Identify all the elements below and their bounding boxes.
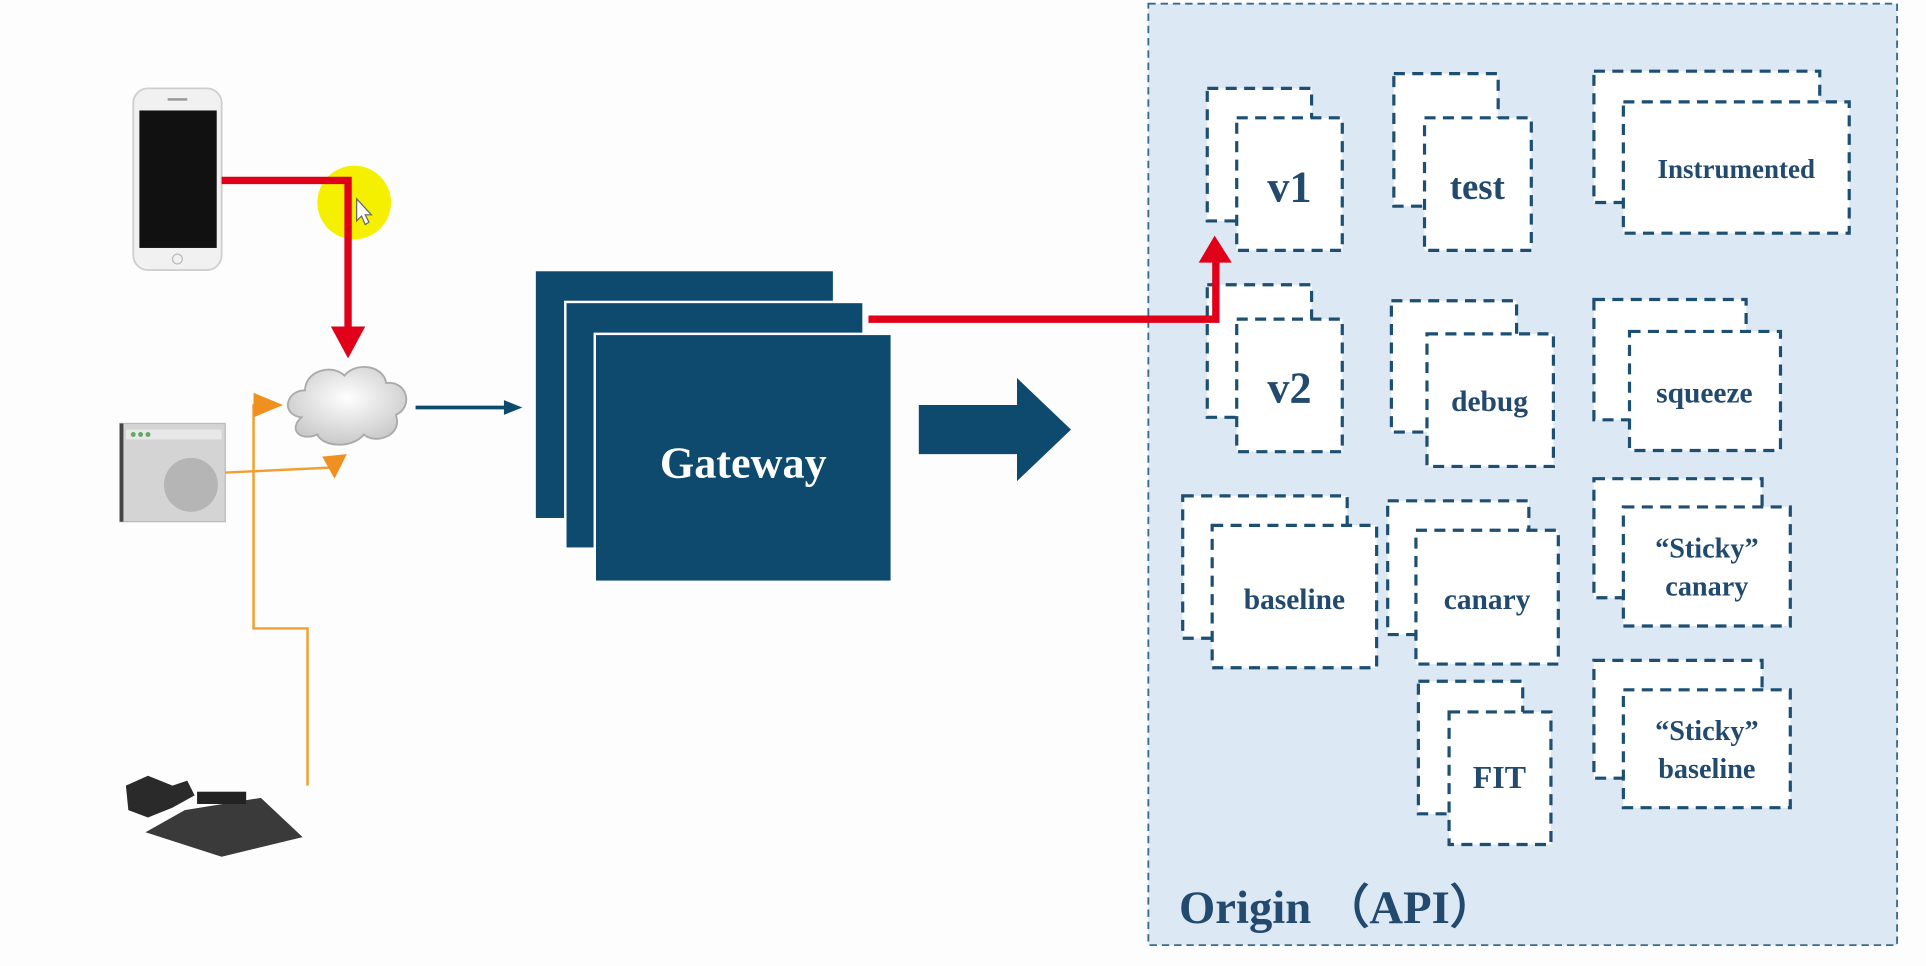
cluster-label: test: [1450, 166, 1506, 207]
cluster-label-line2: canary: [1665, 571, 1748, 602]
cluster-sticky-canary[interactable]: “Sticky” canary: [1592, 477, 1792, 628]
cluster-label: v1: [1267, 162, 1311, 211]
cluster-label: squeeze: [1656, 378, 1752, 410]
cluster-test[interactable]: test: [1392, 72, 1533, 252]
game-console-icon: [125, 775, 303, 857]
smartphone-icon: [132, 87, 223, 271]
cluster-label: canary: [1444, 584, 1531, 616]
cloud-to-gateway-arrow: [415, 400, 523, 415]
cluster-label: v2: [1267, 364, 1311, 413]
request-path-phone-to-cloud: [221, 165, 392, 359]
cluster-fit[interactable]: FIT: [1416, 679, 1553, 847]
gateway-stack[interactable]: Gateway: [535, 271, 894, 584]
cluster-canary[interactable]: canary: [1386, 499, 1560, 666]
cloud-icon: [286, 366, 408, 446]
big-right-arrow-icon: [918, 378, 1072, 482]
cluster-squeeze[interactable]: squeeze: [1592, 297, 1783, 453]
cluster-label: FIT: [1473, 760, 1526, 795]
secondary-paths: [225, 392, 347, 786]
origin-label: Origin （API）: [1179, 882, 1496, 934]
gateway-label: Gateway: [660, 438, 827, 487]
cursor-highlight: [317, 165, 392, 240]
cluster-label: baseline: [1244, 584, 1345, 616]
cluster-label: Instrumented: [1658, 154, 1816, 184]
cluster-instrumented[interactable]: Instrumented: [1592, 69, 1851, 235]
mouse-cursor-icon: [356, 197, 373, 226]
cluster-label: debug: [1451, 386, 1528, 418]
cluster-label-line1: “Sticky”: [1655, 716, 1758, 747]
request-path-to-v1: [868, 235, 1232, 323]
browser-window-icon: [119, 422, 226, 523]
cluster-baseline[interactable]: baseline: [1181, 494, 1379, 670]
cluster-sticky-baseline[interactable]: “Sticky” baseline: [1592, 658, 1792, 810]
cluster-label-line2: baseline: [1658, 754, 1755, 785]
cluster-v2[interactable]: v2: [1205, 283, 1344, 454]
cluster-label-line1: “Sticky”: [1655, 533, 1758, 564]
cluster-debug[interactable]: debug: [1389, 299, 1555, 469]
cluster-v1[interactable]: v1: [1205, 86, 1344, 252]
